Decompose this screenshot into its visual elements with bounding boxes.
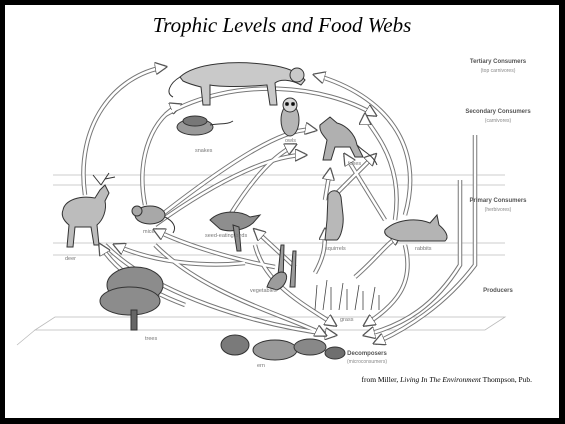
bird-illustration xyxy=(210,212,260,251)
decomposers-illustration xyxy=(221,335,345,360)
level-primary-note: (herbivores) xyxy=(485,207,512,213)
label-snakes: snakes xyxy=(195,148,213,154)
tree-illustration xyxy=(100,267,163,330)
owl-illustration xyxy=(281,98,299,136)
mountain-lion-illustration xyxy=(169,63,305,105)
label-rabbits: rabbits xyxy=(415,246,432,252)
label-vegetables: vegetables xyxy=(250,288,277,294)
deer-illustration xyxy=(62,173,115,247)
label-mice: mice xyxy=(143,229,155,235)
level-decomposers-note: (microconsumers) xyxy=(347,359,387,365)
label-squirrels: squirrels xyxy=(325,246,346,252)
level-secondary-name: Secondary Consumers xyxy=(465,109,531,115)
source-credit: from Miller, Living In The Environment T… xyxy=(5,375,532,384)
level-secondary-note: (carnivores) xyxy=(485,118,512,124)
source-book-title: Living In The Environment xyxy=(400,375,481,384)
level-tertiary-name: Tertiary Consumers xyxy=(470,59,527,65)
food-web-diagram: snakes owls foxes deer mice seed-eating … xyxy=(5,5,559,418)
level-primary-name: Primary Consumers xyxy=(469,198,527,204)
label-grass: grass xyxy=(340,317,354,323)
label-owls: owls xyxy=(285,138,296,144)
level-producers-name: Producers xyxy=(483,288,513,294)
level-decomposers-name: Decomposers xyxy=(347,351,387,357)
label-foxes: foxes xyxy=(348,161,361,167)
slide: Trophic Levels and Food Webs xyxy=(5,5,559,418)
label-ern: ern xyxy=(257,363,265,369)
grass-illustration xyxy=(315,280,379,310)
label-trees: trees xyxy=(145,336,157,342)
label-deer: deer xyxy=(65,256,76,262)
snake-illustration xyxy=(177,116,233,135)
level-tertiary-note: (top carnivores) xyxy=(481,68,516,74)
label-birds: seed-eating birds xyxy=(205,233,247,239)
squirrel-illustration xyxy=(325,191,343,240)
